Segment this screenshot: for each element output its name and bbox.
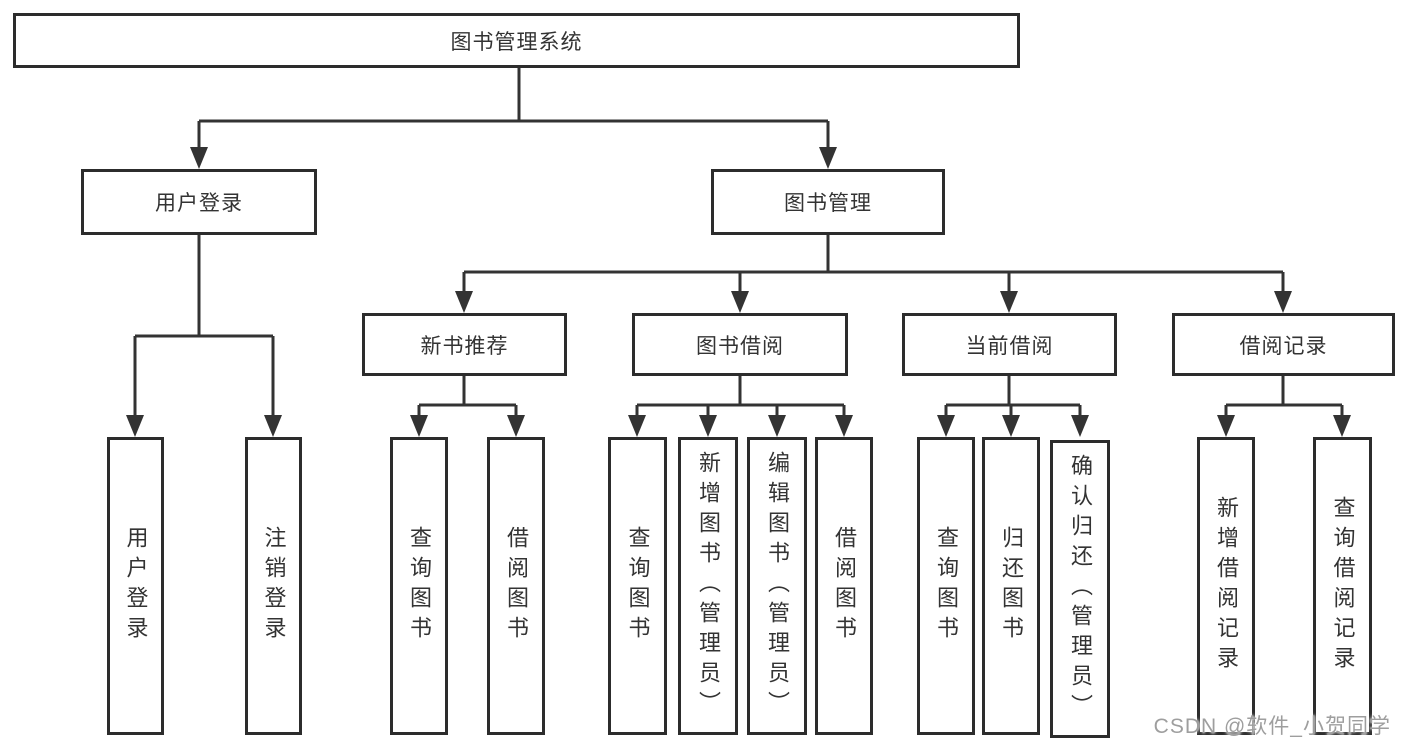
node-current-borrowing: 当前借阅 bbox=[902, 313, 1117, 376]
node-root-system-label: 图书管理系统 bbox=[450, 30, 583, 54]
leaf-add-book-admin-label: 新增图书（管理员） bbox=[696, 451, 721, 721]
leaf-borrow-books-recommend: 借阅图书 bbox=[487, 437, 545, 735]
leaf-confirm-return-admin-label: 确认归还（管理员） bbox=[1068, 454, 1093, 724]
leaf-borrow-books-borrow-label: 借阅图书 bbox=[832, 526, 857, 646]
arrowhead-icons bbox=[126, 147, 1351, 437]
node-borrowing-records: 借阅记录 bbox=[1172, 313, 1395, 376]
leaf-borrow-books-recommend-label: 借阅图书 bbox=[504, 526, 529, 646]
leaf-add-book-admin: 新增图书（管理员） bbox=[678, 437, 738, 735]
node-new-book-recommend: 新书推荐 bbox=[362, 313, 567, 376]
node-root-system: 图书管理系统 bbox=[13, 13, 1020, 68]
leaf-return-book: 归还图书 bbox=[982, 437, 1040, 735]
node-new-book-recommend-label: 新书推荐 bbox=[420, 334, 509, 358]
leaf-query-books-recommend-label: 查询图书 bbox=[407, 526, 432, 646]
node-current-borrowing-label: 当前借阅 bbox=[965, 334, 1054, 358]
node-borrowing-records-label: 借阅记录 bbox=[1239, 334, 1328, 358]
node-book-borrowing-label: 图书借阅 bbox=[696, 334, 784, 358]
leaf-query-books-current: 查询图书 bbox=[917, 437, 975, 735]
node-book-management: 图书管理 bbox=[711, 169, 945, 235]
node-user-login-label: 用户登录 bbox=[155, 192, 243, 215]
leaf-logout-label: 注销登录 bbox=[261, 526, 287, 646]
leaf-query-books-recommend: 查询图书 bbox=[390, 437, 448, 735]
csdn-watermark: CSDN @软件_小贺同学 bbox=[1153, 715, 1391, 738]
leaf-confirm-return-admin: 确认归还（管理员） bbox=[1050, 440, 1110, 738]
node-user-login: 用户登录 bbox=[81, 169, 317, 235]
leaf-query-books-borrow-label: 查询图书 bbox=[625, 526, 651, 646]
leaf-logout: 注销登录 bbox=[245, 437, 302, 735]
leaf-query-borrow-record: 查询借阅记录 bbox=[1313, 437, 1372, 735]
leaf-user-login-label: 用户登录 bbox=[123, 526, 149, 646]
leaf-borrow-books-borrow: 借阅图书 bbox=[815, 437, 873, 735]
leaf-query-books-current-label: 查询图书 bbox=[934, 526, 959, 646]
leaf-edit-book-admin-label: 编辑图书（管理员） bbox=[765, 451, 790, 721]
leaf-add-borrow-record: 新增借阅记录 bbox=[1197, 437, 1255, 735]
node-book-management-label: 图书管理 bbox=[784, 192, 872, 215]
leaf-user-login: 用户登录 bbox=[107, 437, 164, 735]
node-book-borrowing: 图书借阅 bbox=[632, 313, 848, 376]
leaf-add-borrow-record-label: 新增借阅记录 bbox=[1214, 496, 1239, 676]
leaf-edit-book-admin: 编辑图书（管理员） bbox=[747, 437, 807, 735]
leaf-query-borrow-record-label: 查询借阅记录 bbox=[1330, 496, 1356, 676]
leaf-return-book-label: 归还图书 bbox=[999, 526, 1024, 646]
leaf-query-books-borrow: 查询图书 bbox=[608, 437, 667, 735]
